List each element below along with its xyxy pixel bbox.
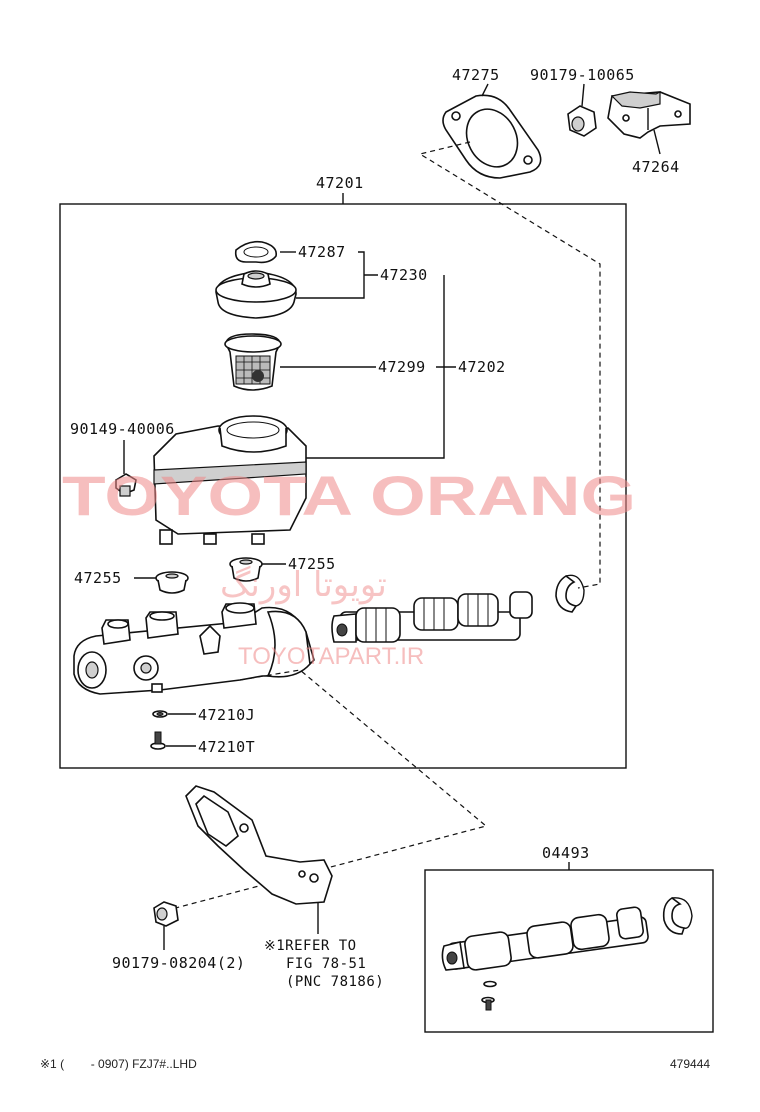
label-47210J: 47210J bbox=[198, 706, 255, 724]
nut-90179-08204 bbox=[153, 901, 179, 927]
leader-47202 bbox=[300, 275, 456, 459]
label-refer-line2: FIG 78-51 bbox=[286, 956, 366, 972]
label-47255-left: 47255 bbox=[74, 569, 122, 587]
grommet-47255-right bbox=[229, 557, 263, 582]
watermark-persian: تویوتا اورنگ bbox=[220, 565, 387, 605]
reservoir-47202 bbox=[153, 415, 307, 545]
master-cylinder-body bbox=[73, 602, 315, 695]
footer-note: ※1 ( - 0907) FZJ7#..LHD bbox=[40, 1057, 197, 1071]
nut-90179-10065 bbox=[567, 105, 597, 137]
snap-ring bbox=[555, 575, 578, 613]
label-47299: 47299 bbox=[378, 358, 426, 376]
leader-90179-10065 bbox=[581, 83, 585, 107]
screw-47210T bbox=[150, 731, 166, 750]
leader-47275 bbox=[481, 83, 489, 97]
watermark-main: TOYOTA ORANG bbox=[62, 464, 636, 527]
label-47230: 47230 bbox=[380, 266, 428, 284]
kit-screw bbox=[481, 996, 495, 1011]
label-04493: 04493 bbox=[542, 844, 590, 862]
kit-piston-04493 bbox=[441, 906, 649, 971]
snap-ring-outline bbox=[565, 574, 585, 607]
leader-47264 bbox=[653, 129, 661, 155]
bolt-90149-40006 bbox=[115, 473, 137, 497]
label-90149-40006: 90149-40006 bbox=[70, 420, 175, 438]
diagram-number: 479444 bbox=[670, 1057, 710, 1071]
label-47275: 47275 bbox=[452, 66, 500, 84]
reservoir-cap-47230 bbox=[215, 270, 297, 319]
label-47202: 47202 bbox=[458, 358, 506, 376]
watermark-site: TOYOTAPART.IR bbox=[238, 643, 424, 670]
grommet-47255-left bbox=[155, 571, 189, 594]
label-47287: 47287 bbox=[298, 243, 346, 261]
label-refer-line1: ※1REFER TO bbox=[264, 938, 357, 954]
label-47255-right: 47255 bbox=[288, 555, 336, 573]
mounting-bracket bbox=[185, 785, 333, 905]
kit-snap-ring bbox=[662, 897, 686, 935]
gasket-47275 bbox=[442, 94, 542, 179]
bracket-47264 bbox=[607, 91, 691, 139]
kit-snap-ring-outline bbox=[671, 897, 693, 929]
kit-washer bbox=[483, 980, 497, 988]
label-90179-08204: 90179-08204(2) bbox=[112, 954, 245, 972]
label-47201: 47201 bbox=[316, 174, 364, 192]
leader-47230 bbox=[296, 251, 378, 299]
piston-assembly bbox=[331, 591, 533, 643]
label-47210T: 47210T bbox=[198, 738, 255, 756]
retainer-47287 bbox=[234, 240, 278, 264]
strainer-47299 bbox=[224, 333, 282, 391]
label-90179-10065: 90179-10065 bbox=[530, 66, 635, 84]
label-refer-line3: (PNC 78186) bbox=[286, 974, 384, 990]
washer-47210J bbox=[152, 710, 168, 718]
label-47264: 47264 bbox=[632, 158, 680, 176]
dashed-guide-gasket bbox=[418, 141, 601, 589]
